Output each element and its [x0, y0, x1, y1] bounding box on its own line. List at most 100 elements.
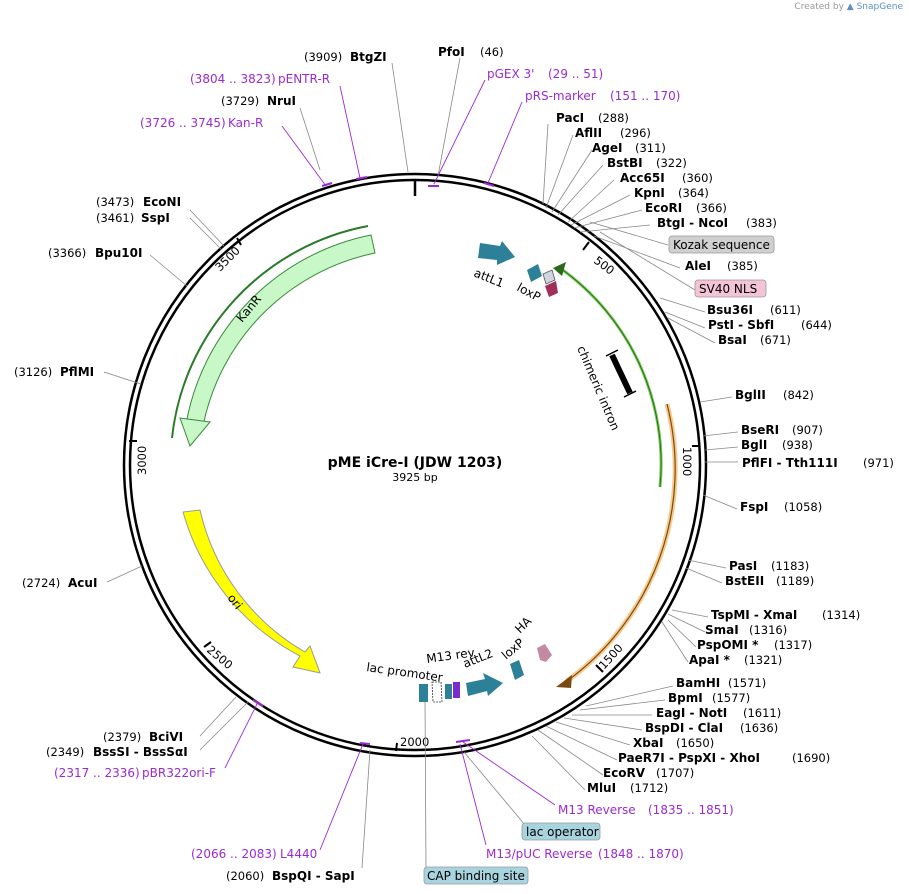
enzyme-bglii: BglII: [735, 388, 766, 402]
cap-site-box: [423, 866, 529, 885]
feature-label-ha: HA: [512, 613, 535, 636]
enzyme-pflmi: PflMI: [60, 365, 94, 379]
label-cap-binding-site: CAP binding site: [427, 869, 525, 883]
primer-range-prs-marker: (151 .. 170): [610, 89, 680, 103]
pos-btgi-ncoi: (383): [746, 216, 777, 230]
enzyme-btgzi: BtgZI: [350, 50, 387, 64]
feature-cap-site-box: [431, 681, 443, 703]
tick-2500: 2500: [203, 641, 236, 672]
pos-bamhi: (1571): [728, 676, 766, 690]
pos-bspqi: (2060): [226, 869, 264, 883]
enzyme-bgli: BglI: [741, 438, 767, 452]
enzyme-alei: AleI: [685, 259, 711, 273]
feature-ha: [537, 644, 552, 662]
label-sv40-nls: SV40 NLS: [699, 282, 757, 296]
pos-kpni: (364): [678, 186, 709, 200]
backbone-outer: [122, 172, 708, 758]
pos-bpmi: (1577): [712, 691, 750, 705]
primer-m13-reverse: M13 Reverse: [558, 803, 636, 817]
enzyme-paci: PacI: [556, 111, 584, 125]
feature-label-loxp-bottom: loxP: [499, 636, 527, 663]
sv40-box: [694, 279, 767, 298]
pos-bstbi: (322): [656, 156, 687, 170]
enzyme-xbai: XbaI: [633, 736, 663, 750]
pos-bpu10i: (3366): [48, 246, 86, 260]
enzyme-eagi-noti: EagI - NotI: [656, 706, 727, 720]
enzyme-pasi: PasI: [729, 559, 757, 573]
enzyme-nrui: NruI: [267, 94, 296, 108]
feature-kanr-head: [179, 417, 211, 447]
plasmid-size: 3925 bp: [392, 471, 437, 484]
enzyme-acui: AcuI: [68, 576, 97, 590]
tick-3000: 3000: [129, 440, 149, 475]
enzyme-bseri: BseRI: [741, 423, 779, 437]
feature-sv40-nls-mark: [545, 281, 558, 297]
enzyme-pfoi: PfoI: [438, 45, 465, 59]
enzyme-bsai: BsaI: [718, 333, 747, 347]
tick-label-2000: 2000: [400, 735, 429, 749]
tick-label-3000: 3000: [135, 446, 149, 475]
primer-pgex3: pGEX 3': [487, 67, 534, 81]
enzyme-psti-sbfi: PstI - SbfI: [708, 318, 774, 332]
pos-ecorv: (1707): [656, 766, 694, 780]
feature-icre-arc: [565, 403, 678, 684]
pos-bgli: (938): [782, 438, 813, 452]
tick-label-1000: 1000: [680, 447, 694, 476]
enzyme-bpu10i: Bpu10I: [95, 246, 142, 260]
enzyme-smai: SmaI: [705, 623, 739, 637]
primer-pentr-r: pENTR-R: [278, 72, 330, 86]
primer-range-m13-puc-reverse: (1848 .. 1870): [598, 847, 684, 861]
primer-m13-puc-reverse: M13/pUC Reverse: [486, 847, 593, 861]
primer-prs-marker: pRS-marker: [525, 89, 596, 103]
tick-label-1500: 1500: [596, 641, 626, 672]
enzyme-tspmi-xmai: TspMI - XmaI: [711, 608, 797, 622]
enzyme-bamhi: BamHI: [676, 676, 720, 690]
pos-econi: (3473): [96, 195, 134, 209]
pos-bseri: (907): [792, 423, 823, 437]
primer-l4440: L4440: [280, 847, 317, 861]
pos-pfoi: (46): [480, 45, 504, 59]
primer-pbr322ori-f: pBR322ori-F: [142, 766, 216, 780]
enzyme-bsteii: BstEII: [725, 574, 764, 588]
feature-attl1: [478, 241, 515, 265]
pos-ecori: (366): [696, 201, 727, 215]
pos-bglii: (842): [783, 388, 814, 402]
tick-1000: 1000: [680, 445, 700, 476]
pos-paer7i: (1690): [792, 751, 830, 765]
label-kozak: Kozak sequence: [673, 238, 770, 252]
pos-alei: (385): [727, 259, 758, 273]
tick-label-3500: 3500: [212, 244, 243, 275]
enzyme-econi: EcoNI: [143, 195, 181, 209]
feature-intron-arc-head: [553, 262, 566, 276]
leader-lines: [103, 57, 739, 869]
pos-psti-sbfi: (644): [801, 318, 832, 332]
feature-loxp-bottom: [510, 660, 524, 680]
pos-agei: (311): [635, 141, 666, 155]
lac-operator-box: [521, 822, 601, 841]
label-lac-operator: lac operator: [526, 825, 599, 839]
pos-btgzi: (3909): [304, 50, 342, 64]
primer-range-kan-r: (3726 .. 3745): [140, 116, 226, 130]
kozak-box: [668, 235, 775, 254]
feature-chimeric-intron: [609, 353, 633, 395]
feature-lac-promoter: [419, 684, 428, 702]
feature-label-attl1: attL1: [472, 266, 506, 291]
tick-2000: 2000: [395, 735, 429, 752]
enzyme-apai: ApaI *: [689, 653, 731, 667]
pos-pasi: (1183): [771, 559, 809, 573]
pos-paci: (288): [598, 111, 629, 125]
primer-range-m13-reverse: (1835 .. 1851): [648, 803, 734, 817]
tick-label-500: 500: [591, 253, 617, 277]
pos-pflfi-tth111i: (971): [863, 456, 894, 470]
feature-kanr-track: [171, 225, 369, 439]
pos-smai: (1316): [749, 623, 787, 637]
enzyme-mlui: MluI: [587, 781, 616, 795]
pos-pflmi: (3126): [14, 365, 52, 379]
pos-acc65i: (360): [682, 171, 713, 185]
pos-bsu36i: (611): [770, 303, 801, 317]
enzyme-aflii: AflII: [575, 126, 602, 140]
pos-apai: (1321): [744, 653, 782, 667]
enzyme-agei: AgeI: [592, 141, 622, 155]
enzyme-bstbi: BstBI: [607, 156, 643, 170]
